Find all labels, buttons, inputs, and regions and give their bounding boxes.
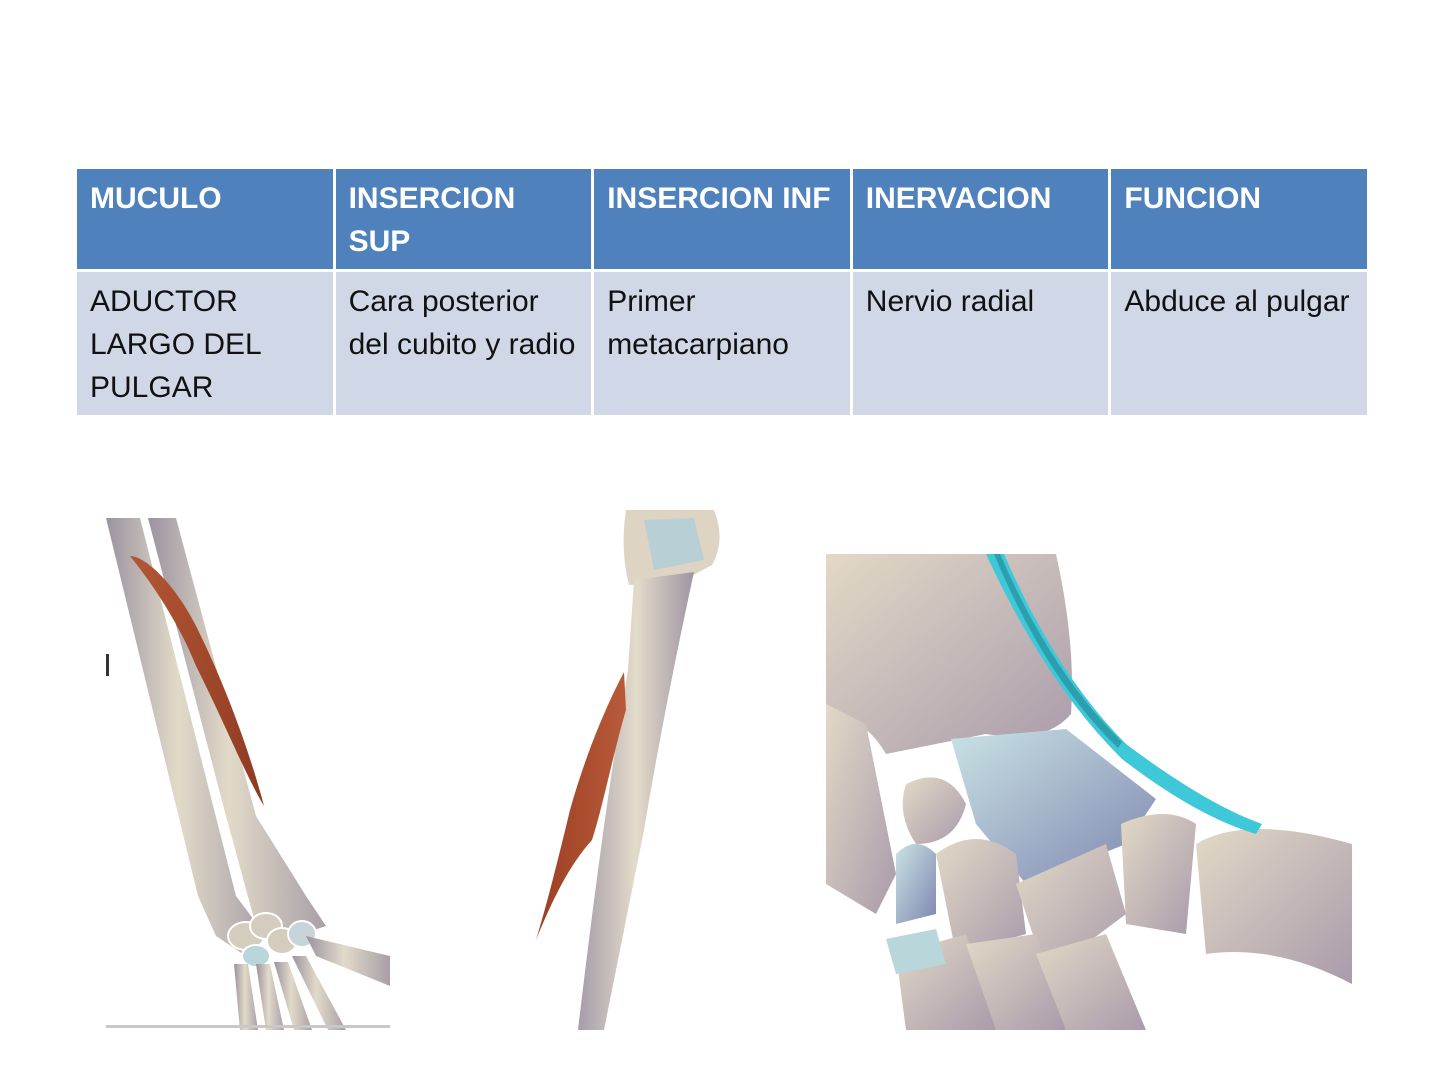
header-insercion-sup: INSERCION SUP (332, 166, 595, 272)
muscle-table: MUCULO INSERCION SUP INSERCION INF INERV… (74, 166, 1370, 418)
wrist-closeup-image (826, 554, 1352, 1030)
cell-inervacion: Nervio radial (849, 269, 1112, 418)
radius-illustration-icon (536, 510, 720, 1030)
header-musculo: MUCULO (74, 166, 336, 272)
table-row: ADUCTOR LARGO DEL PULGAR Cara posterior … (74, 269, 1370, 418)
header-funcion: FUNCION (1108, 166, 1370, 272)
wrist-illustration-icon (826, 554, 1352, 1030)
cell-funcion: Abduce al pulgar (1108, 269, 1370, 418)
header-inervacion: INERVACION (849, 166, 1112, 272)
cell-insercion-inf: Primer metacarpiano (591, 269, 853, 418)
table-header-row: MUCULO INSERCION SUP INSERCION INF INERV… (74, 166, 1370, 272)
cell-musculo: ADUCTOR LARGO DEL PULGAR (74, 269, 336, 418)
radius-lateral-image (534, 510, 724, 1030)
cell-insercion-sup: Cara posterior del cubito y radio (332, 269, 595, 418)
forearm-anterior-image (106, 516, 390, 1030)
forearm-illustration-icon (106, 518, 390, 1030)
header-insercion-inf: INSERCION INF (591, 166, 853, 272)
muscle-info-table: MUCULO INSERCION SUP INSERCION INF INERV… (74, 166, 1370, 418)
